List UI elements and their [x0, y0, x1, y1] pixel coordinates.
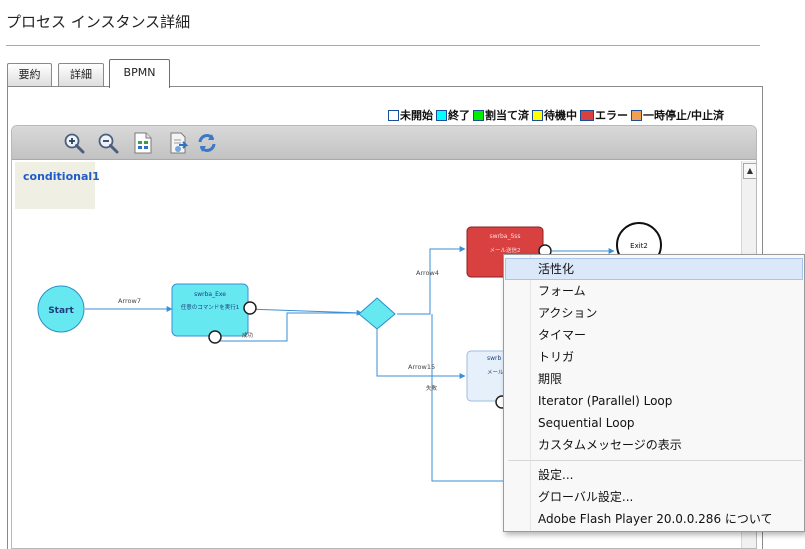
menu-item-about-flash[interactable]: Adobe Flash Player 20.0.0.286 について — [538, 512, 773, 526]
arrow4-line — [397, 246, 466, 315]
tab-details[interactable]: 詳細 — [58, 63, 104, 87]
boundary-event[interactable] — [208, 330, 222, 344]
menu-item-activate[interactable]: 活性化 — [505, 258, 803, 280]
start-label: Start — [48, 306, 74, 316]
failure-label: 失敗 — [426, 384, 438, 392]
legend-swatch — [388, 109, 399, 121]
scroll-up-arrow-icon[interactable]: ▲ — [743, 163, 756, 179]
arrow4-label: Arrow4 — [416, 269, 439, 277]
document-fit-icon — [134, 132, 152, 154]
arrow15-label: Arrow15 — [408, 363, 435, 371]
page-export-icon — [170, 132, 189, 154]
task1-title: swrba_Exe — [194, 291, 226, 298]
conditional-container[interactable]: conditional1 — [15, 162, 100, 209]
legend-item-waiting: 待機中 — [532, 107, 577, 123]
flow-success — [215, 312, 362, 342]
flow-task-to-gateway — [247, 308, 363, 316]
legend-swatch — [580, 109, 594, 121]
exit-label: Exit2 — [630, 242, 648, 250]
menu-gutter — [530, 255, 531, 531]
legend-swatch — [436, 109, 447, 121]
legend-item-error: エラー — [580, 107, 628, 123]
refresh-icon — [198, 134, 216, 152]
task-error-title: swrba_Sss — [489, 233, 520, 240]
menu-item-form[interactable]: フォーム — [538, 284, 586, 298]
bpmn-viewer: conditional1 Start — [11, 125, 757, 549]
task-pending-subtitle: メール — [487, 370, 504, 376]
context-menu: 活性化 フォーム アクション タイマー トリガ 期限 Iterator (Par… — [503, 254, 805, 532]
container-label: conditional1 — [23, 170, 100, 183]
menu-item-timer[interactable]: タイマー — [538, 328, 587, 342]
tab-bpmn[interactable]: BPMN — [109, 59, 170, 88]
menu-item-iterator-loop[interactable]: Iterator (Parallel) Loop — [538, 394, 673, 408]
legend-item-not-started: 未開始 — [388, 107, 433, 123]
legend-item-assigned: 割当て済 — [473, 107, 529, 123]
status-legend: 未開始 終了 割当て済 待機中 エラー 一時停止/中止済 — [388, 107, 727, 123]
legend-label: 終了 — [448, 109, 470, 122]
task-error-subtitle: メール送信2 — [490, 246, 521, 254]
zoom-in-icon — [64, 133, 85, 154]
boundary-event[interactable] — [243, 301, 257, 315]
flow-failure — [431, 314, 512, 482]
fit-page-button[interactable] — [131, 131, 155, 155]
menu-item-global-settings[interactable]: グローバル設定... — [538, 490, 634, 504]
legend-swatch — [532, 109, 543, 121]
legend-item-finished: 終了 — [436, 107, 470, 123]
success-label: 成功 — [242, 331, 254, 339]
title-divider — [6, 45, 760, 46]
menu-item-custom-message[interactable]: カスタムメッセージの表示 — [538, 438, 682, 452]
task-pending-title: swrb — [487, 355, 502, 362]
legend-swatch — [631, 109, 642, 121]
legend-swatch — [473, 109, 484, 121]
viewer-toolbar — [12, 126, 756, 160]
menu-item-action[interactable]: アクション — [538, 306, 598, 320]
menu-item-deadline[interactable]: 期限 — [538, 372, 563, 386]
legend-label: 割当て済 — [485, 109, 529, 122]
arrow15-line — [376, 329, 466, 379]
arrow7-label: Arrow7 — [118, 297, 141, 305]
legend-item-suspended: 一時停止/中止済 — [631, 107, 724, 123]
task1-subtitle: 任意のコマンドを実行1 — [181, 303, 240, 311]
export-button[interactable] — [167, 131, 191, 155]
start-event[interactable] — [37, 285, 85, 333]
menu-separator — [508, 460, 802, 461]
legend-label: 未開始 — [400, 109, 433, 122]
legend-label: 待機中 — [544, 109, 577, 122]
zoom-out-icon — [98, 133, 119, 154]
legend-label: 一時停止/中止済 — [643, 109, 725, 122]
tab-summary[interactable]: 要約 — [7, 63, 52, 87]
exclusive-gateway[interactable] — [358, 297, 396, 330]
menu-item-trigger[interactable]: トリガ — [538, 350, 575, 364]
page-title: プロセス インスタンス詳細 — [6, 13, 191, 31]
zoom-out-button[interactable] — [96, 131, 120, 155]
menu-item-settings[interactable]: 設定... — [538, 468, 574, 482]
legend-label: エラー — [595, 109, 628, 122]
menu-item-sequential-loop[interactable]: Sequential Loop — [538, 416, 635, 430]
refresh-button[interactable] — [195, 131, 219, 155]
zoom-in-button[interactable] — [62, 131, 86, 155]
